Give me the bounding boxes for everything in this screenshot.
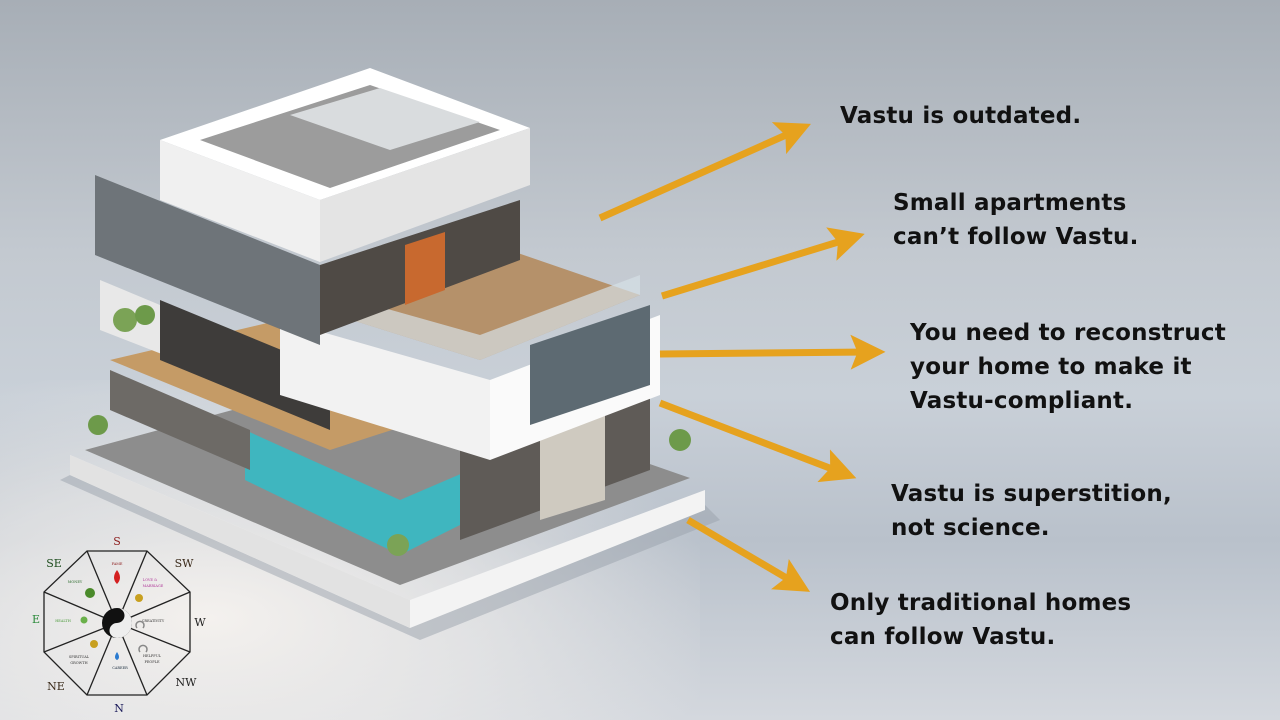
dir-nw: NW <box>176 676 198 689</box>
arrow-1 <box>598 122 811 222</box>
zone-money: MONEY <box>68 580 83 584</box>
dir-e: E <box>32 613 40 626</box>
zone-helpful-people: PEOPLE <box>144 660 159 664</box>
claim-traditional-homes: Only traditional homes can follow Vastu. <box>830 590 1132 650</box>
claim-small-apartments: Small apartments can’t follow Vastu. <box>893 190 1139 250</box>
arrow-4 <box>658 399 857 483</box>
plant-icon <box>80 616 88 624</box>
dir-ne: NE <box>47 680 65 693</box>
yin-yang-icon <box>102 608 132 639</box>
arrow-3 <box>659 334 886 370</box>
dir-n: N <box>114 702 124 715</box>
arrow-2 <box>660 227 865 300</box>
zone-helpful: HELPFUL <box>143 654 162 658</box>
tree-icon <box>85 588 95 598</box>
zone-spiritual-growth: GROWTH <box>70 661 87 665</box>
zone-health: HEALTH <box>55 619 71 623</box>
zone-career: CAREER <box>112 666 128 670</box>
water-drop-icon <box>115 652 119 660</box>
dir-sw: SW <box>175 557 195 570</box>
claim-superstition: Vastu is superstition, not science. <box>891 481 1172 541</box>
dir-se: SE <box>46 557 62 570</box>
zone-spiritual: SPIRITUAL <box>69 655 90 659</box>
zone-creativity: CREATIVITY <box>142 619 165 623</box>
pool <box>245 430 470 555</box>
zone-love: LOVE & <box>143 578 157 582</box>
zone-marriage: MARRIAGE <box>143 584 164 588</box>
dir-s: S <box>113 535 121 548</box>
claim-reconstruct: You need to reconstruct your home to mak… <box>910 320 1226 414</box>
dir-w: W <box>194 616 206 629</box>
horseshoe-icon <box>135 620 145 629</box>
arrow-5 <box>686 516 811 592</box>
claim-outdated: Vastu is outdated. <box>840 103 1082 129</box>
zone-fame: FAME <box>112 562 123 566</box>
peace-icon <box>135 594 143 602</box>
fire-icon <box>114 570 120 584</box>
horseshoe-icon-2 <box>138 644 148 653</box>
peace-icon-2 <box>90 640 98 648</box>
